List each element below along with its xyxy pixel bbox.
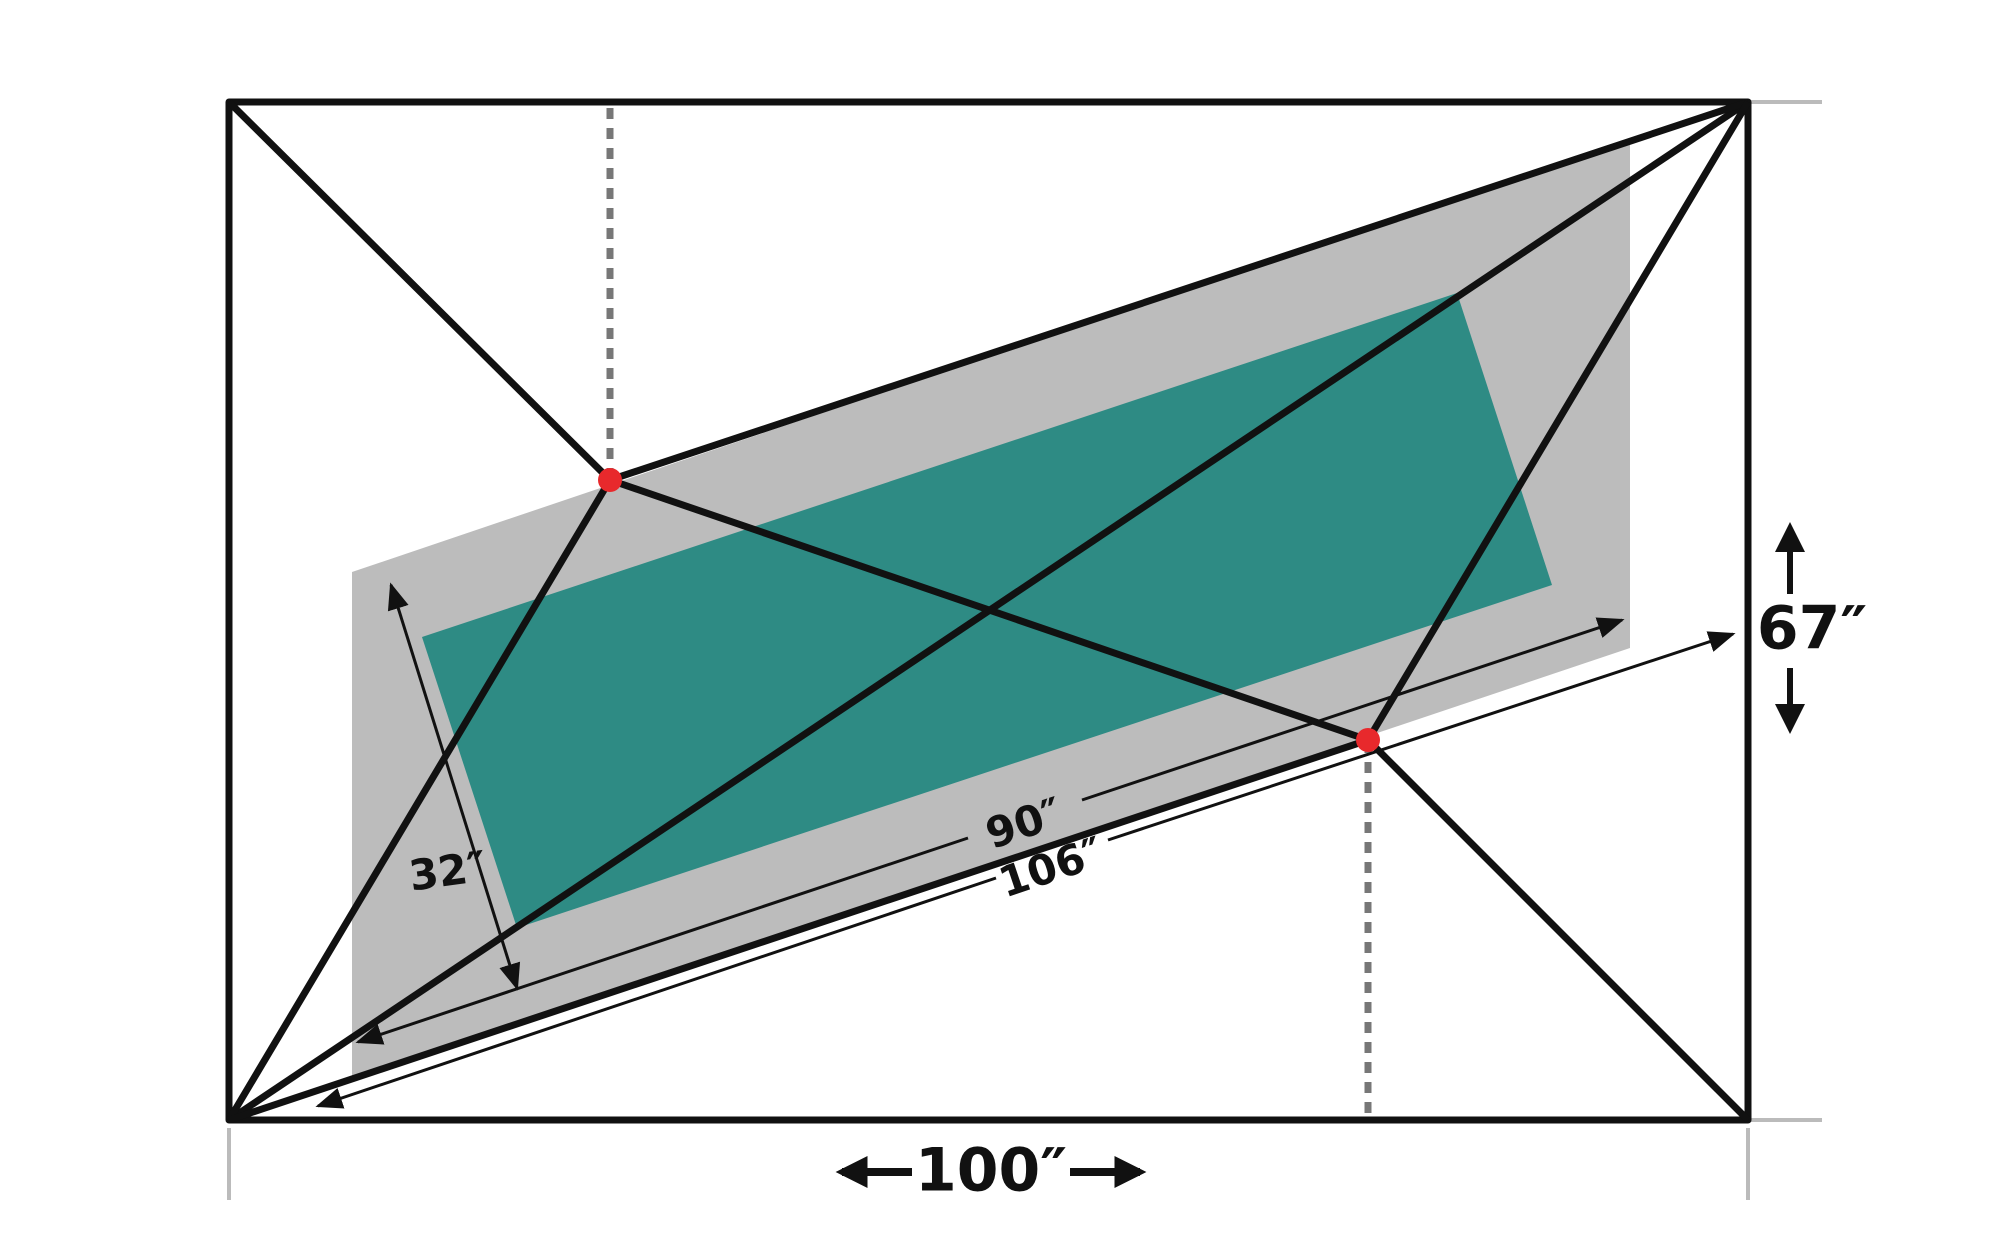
width-dimension-label: 100″ xyxy=(915,1136,1067,1206)
big-dimension-arrows xyxy=(835,522,1805,1188)
diagonal-right-lower xyxy=(1364,100,1752,742)
table-length-arrow-left xyxy=(355,836,969,1045)
diagonal-upper-left xyxy=(226,99,613,483)
extension-ticks xyxy=(227,100,1822,1200)
diagonal-lower-left xyxy=(225,478,614,1122)
room-rectangle xyxy=(225,98,1752,1124)
dotted-guides xyxy=(606,108,1372,1118)
table-length-arrow-right xyxy=(1081,617,1625,802)
band-middle-line xyxy=(608,476,1370,744)
height-dimension-label: 67″ xyxy=(1757,594,1867,664)
outline-lines xyxy=(225,98,1752,1124)
intersection-point-lower xyxy=(1356,728,1380,752)
intersection-point-upper xyxy=(598,468,622,492)
band-length-arrow-right xyxy=(1107,631,1736,842)
table-width-label: 32″ xyxy=(406,841,489,900)
band-length-arrow-left xyxy=(315,876,997,1109)
band-top-edge xyxy=(608,98,1750,484)
diagonal-lower-right xyxy=(1365,737,1751,1123)
band-bottom-edge xyxy=(227,736,1370,1124)
dimension-arrows xyxy=(315,582,1736,1109)
table-width-arrow xyxy=(387,582,521,991)
